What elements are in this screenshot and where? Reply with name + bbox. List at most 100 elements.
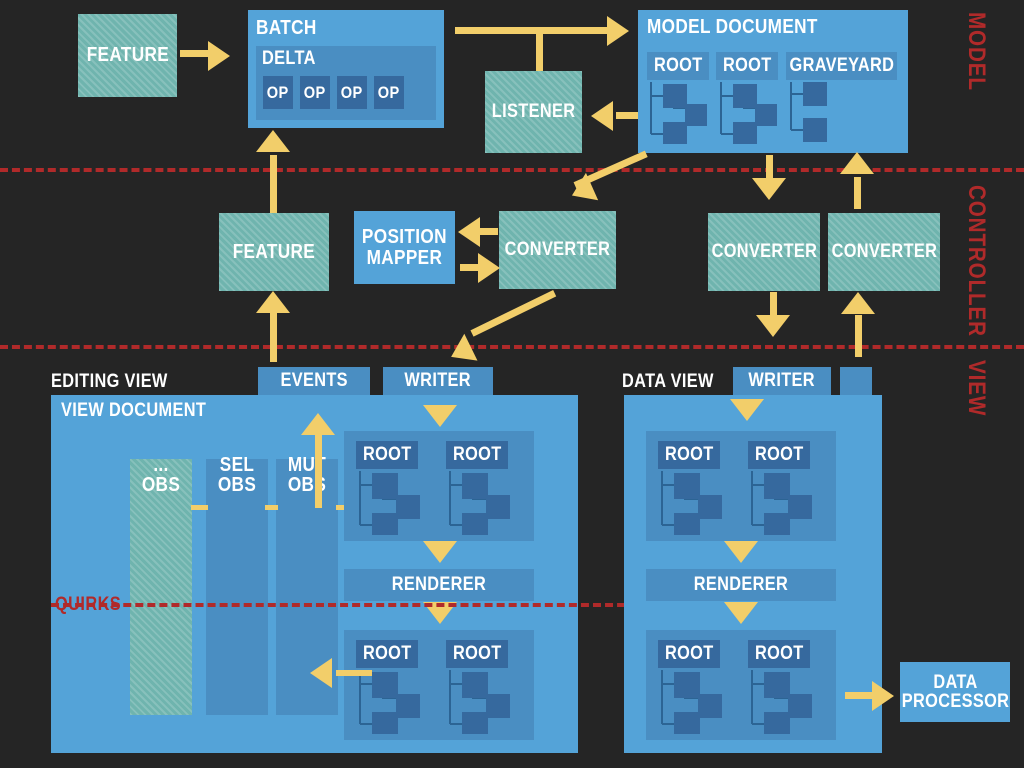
band-label-model: MODEL: [963, 12, 990, 91]
listener-label: LISTENER: [491, 101, 576, 123]
batch-box[interactable]: BATCH DELTA OP OP OP OP: [248, 10, 444, 128]
events-tab[interactable]: EVENTS: [258, 367, 370, 395]
arrow-branch-to-listener-shaft: [536, 30, 543, 72]
data-renderer-box[interactable]: RENDERER: [646, 569, 836, 601]
arrow-converter-to-writer-head: [444, 333, 478, 371]
divider-controller-view: [0, 345, 1024, 349]
arrow-datarenderer-to-lowerroots-head: [724, 602, 758, 624]
model-root-label: ROOT: [653, 55, 703, 77]
arrow-events-to-ctrlfeature-head: [256, 291, 290, 313]
model-tree-2: [720, 82, 777, 144]
arrow-converter-to-datawriter-head: [756, 315, 790, 337]
arrow-lowerroots-to-obs-shaft: [336, 670, 372, 676]
editing-view-panel: VIEW DOCUMENT ... OBS SEL OBS MUT OBS: [51, 395, 578, 753]
observer-sel-line2: OBS: [217, 474, 257, 497]
listener-box[interactable]: LISTENER: [485, 71, 582, 153]
band-label-view: VIEW: [963, 360, 990, 417]
editing-view-title: EDITING VIEW: [51, 371, 168, 392]
observer-generic-line2: OBS: [141, 474, 181, 497]
op-box[interactable]: OP: [263, 76, 293, 109]
arrow-ctrl-feature-to-batch-head: [256, 130, 290, 152]
data-lower-roots-container: ROOT ROOT: [646, 630, 836, 740]
observer-link-2: [265, 505, 278, 510]
arrow-feature-to-batch-head: [208, 41, 230, 71]
observer-column-sel[interactable]: SEL OBS: [206, 455, 268, 715]
controller-feature-label: FEATURE: [232, 240, 316, 263]
converter-editing-box[interactable]: CONVERTER: [499, 211, 616, 289]
data-view-title: DATA VIEW: [622, 371, 714, 392]
data-processor-box[interactable]: DATA PROCESSOR: [900, 662, 1010, 722]
arrow-modeldoc-to-listener-head: [591, 101, 613, 131]
arrow-batch-to-modeldoc-shaft: [455, 27, 611, 34]
data-writer-tab[interactable]: WRITER: [733, 367, 831, 395]
op-label: OP: [378, 82, 400, 102]
arrow-posmapper-to-converter-head: [478, 253, 500, 283]
model-feature-box[interactable]: FEATURE: [78, 14, 177, 97]
data-view-panel: ROOT ROOT RENDERER: [624, 395, 882, 753]
op-label: OP: [267, 82, 289, 102]
data-upper-root-label: ROOT: [754, 444, 804, 466]
arrow-converter-to-posmapper-head: [458, 217, 480, 247]
model-graveyard-box[interactable]: GRAVEYARD: [786, 52, 897, 80]
converter-dataview-down-box[interactable]: CONVERTER: [708, 213, 820, 291]
editing-writer-tab[interactable]: WRITER: [383, 367, 493, 395]
observer-generic-line1: ...: [153, 454, 169, 476]
arrow-dataview-to-processor-head: [872, 681, 894, 711]
editing-upper-root-box[interactable]: ROOT: [356, 441, 418, 469]
arrow-dataview-to-converter-head: [841, 292, 875, 314]
arrow-obs-to-events-head: [301, 413, 335, 435]
position-mapper-label: POSITION MAPPER: [362, 227, 447, 268]
view-document-label: VIEW DOCUMENT: [61, 400, 207, 421]
op-box[interactable]: OP: [337, 76, 367, 109]
model-root-label: ROOT: [722, 55, 772, 77]
data-lower-root-label: ROOT: [664, 643, 714, 665]
model-document-box[interactable]: MODEL DOCUMENT ROOT ROOT GRAVEYARD: [638, 10, 908, 153]
op-box[interactable]: OP: [300, 76, 330, 109]
arrow-lowerroots-to-obs-head: [310, 658, 332, 688]
converter-editing-label: CONVERTER: [504, 239, 611, 261]
editing-lower-root-box[interactable]: ROOT: [356, 640, 418, 668]
editing-upper-tree-1: [359, 471, 420, 535]
data-lower-root-box[interactable]: ROOT: [748, 640, 810, 668]
batch-label: BATCH: [256, 17, 317, 39]
data-upper-root-box[interactable]: ROOT: [748, 441, 810, 469]
model-root-box[interactable]: ROOT: [716, 52, 778, 80]
observer-sel-line1: SEL: [219, 454, 255, 476]
arrow-feature-to-batch-shaft: [180, 50, 212, 57]
editing-writer-label: WRITER: [404, 370, 472, 392]
data-processor-line1: DATA: [932, 671, 978, 693]
editing-lower-root-box[interactable]: ROOT: [446, 640, 508, 668]
data-upper-roots-container: ROOT ROOT: [646, 431, 836, 541]
position-mapper-box[interactable]: POSITION MAPPER: [354, 211, 455, 284]
arrow-roots-to-renderer-head: [423, 541, 457, 563]
data-lower-root-label: ROOT: [754, 643, 804, 665]
arrow-dataroots-to-renderer-head: [724, 541, 758, 563]
data-view-stub-box[interactable]: [840, 367, 872, 395]
observer-column-generic[interactable]: ... OBS: [130, 455, 192, 715]
editing-renderer-box[interactable]: RENDERER: [344, 569, 534, 601]
controller-feature-box[interactable]: FEATURE: [219, 213, 329, 291]
data-upper-root-label: ROOT: [664, 444, 714, 466]
model-feature-label: FEATURE: [86, 44, 169, 67]
data-lower-root-box[interactable]: ROOT: [658, 640, 720, 668]
model-root-box[interactable]: ROOT: [647, 52, 709, 80]
delta-box[interactable]: DELTA OP OP OP OP: [256, 46, 436, 120]
divider-model-controller: [0, 168, 1024, 172]
arrow-dataconverter-to-modeldoc-shaft: [854, 177, 861, 209]
data-processor-line2: PROCESSOR: [901, 691, 1009, 712]
data-writer-label: WRITER: [748, 370, 816, 392]
position-mapper-line2: MAPPER: [366, 246, 443, 269]
data-upper-root-box[interactable]: ROOT: [658, 441, 720, 469]
converter-dataview-up-label: CONVERTER: [831, 241, 937, 263]
op-box[interactable]: OP: [374, 76, 404, 109]
editing-upper-root-box[interactable]: ROOT: [446, 441, 508, 469]
converter-dataview-up-box[interactable]: CONVERTER: [828, 213, 940, 291]
observer-link-1: [191, 505, 208, 510]
editing-lower-root-label: ROOT: [362, 643, 412, 665]
arrow-writer-to-roots-head: [423, 405, 457, 427]
observer-mut-label: MUT OBS: [280, 455, 333, 496]
observer-sel-label: SEL OBS: [210, 455, 263, 496]
data-upper-tree-1: [661, 471, 722, 535]
editing-upper-root-label: ROOT: [362, 444, 412, 466]
